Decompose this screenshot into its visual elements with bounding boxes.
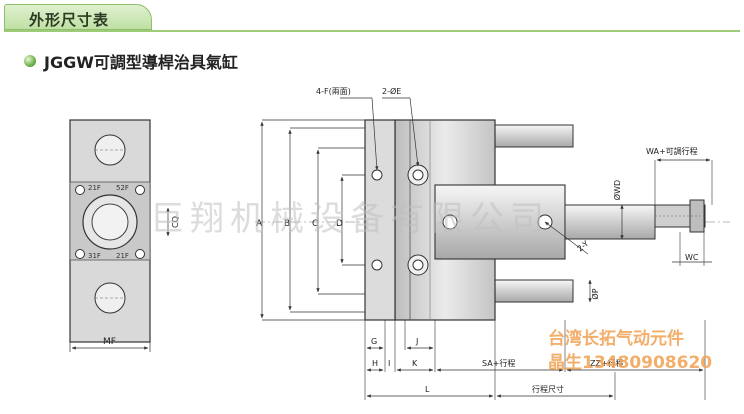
dim-mf-label: MF bbox=[103, 337, 116, 347]
dim-zz-label: ZZ+行程 bbox=[590, 358, 624, 368]
side-plate bbox=[364, 119, 396, 321]
dim-p-label: ØP bbox=[590, 288, 600, 299]
face-label-tl: 21F bbox=[88, 184, 101, 192]
dim-e-label: 2-ØE bbox=[382, 86, 401, 96]
face-label-br: 21F bbox=[116, 252, 129, 260]
dim-b-label: B bbox=[284, 219, 290, 229]
watermark-line1: 台湾长拓气动元件 bbox=[548, 328, 684, 349]
dim-wc-label: WC bbox=[685, 253, 699, 262]
dim-sa-label: SA+行程 bbox=[482, 358, 515, 368]
rod-end bbox=[91, 203, 129, 241]
dim-g-label: G bbox=[371, 337, 377, 346]
piston-rod bbox=[564, 204, 656, 240]
dim-c-label: C bbox=[312, 219, 318, 229]
tab-underline bbox=[4, 30, 740, 32]
face-label-bl: 31F bbox=[88, 252, 101, 260]
dim-y-label: 2-Y bbox=[576, 239, 591, 254]
dim-wd-label: ØWD bbox=[612, 180, 622, 200]
section-tab: 外形尺寸表 bbox=[4, 4, 152, 30]
upper-guide-rod bbox=[494, 124, 574, 148]
dim-j-label: J bbox=[415, 337, 418, 346]
bullet-icon bbox=[24, 55, 36, 67]
dim-cq-label: CQ bbox=[171, 216, 180, 228]
section-title: JGGW可調型導桿治具氣缸 bbox=[44, 53, 238, 72]
dim-d-label: D bbox=[336, 219, 343, 229]
tab-title: 外形尺寸表 bbox=[29, 11, 110, 29]
watermark-company: 巨翔机械设备有限公司 bbox=[150, 199, 550, 239]
face-label-tr: 52F bbox=[116, 184, 129, 192]
dim-f-label: 4-F(兩面) bbox=[316, 87, 351, 96]
dim-stroke-label: 行程尺寸 bbox=[532, 384, 564, 394]
front-view: 21F 52F 31F 21F MF CQ bbox=[69, 119, 180, 352]
dim-a-label: A bbox=[256, 219, 263, 229]
dim-wa-label: WA+可調行程 bbox=[646, 146, 698, 156]
side-view: A B C D 4-F(兩面) 2-ØE 2-Y ØWD ØP WA+可調行程 … bbox=[255, 86, 730, 400]
dim-h-label: H bbox=[372, 359, 378, 368]
watermark-line2: 晶生13480908620 bbox=[548, 352, 712, 373]
lower-guide-rod bbox=[494, 279, 574, 303]
dim-l-label: L bbox=[425, 385, 430, 394]
dim-i-label: I bbox=[388, 359, 390, 368]
dim-k-label: K bbox=[412, 359, 418, 368]
